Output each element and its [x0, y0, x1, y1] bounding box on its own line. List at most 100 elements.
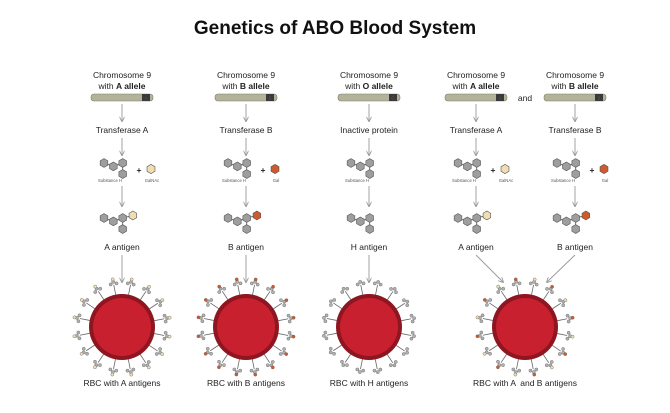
plus-sign: + [491, 165, 496, 175]
antigen-sugar [98, 363, 102, 367]
sugar-unit [118, 213, 127, 223]
antigen-sugar [205, 346, 210, 351]
antigen-stalk [326, 318, 337, 321]
sugar-unit [472, 213, 481, 223]
antigen-terminal [110, 372, 115, 377]
sugar-unit [109, 216, 118, 227]
antigen-stalk [516, 284, 520, 295]
rbc-label-ab: RBC with A and B antigens [473, 378, 577, 388]
antigen-terminal [270, 365, 275, 370]
antigen-sugar [405, 303, 410, 308]
antigen-stalk [516, 359, 519, 370]
sugar-unit [571, 169, 580, 179]
terminal-sugar [482, 210, 492, 221]
antigen-terminal [160, 298, 165, 303]
antigen-terminal [563, 298, 568, 303]
antigen-stalk [127, 359, 131, 370]
antigen-stalk [557, 318, 568, 322]
antigen-sugar [565, 313, 570, 318]
antigen-sugar [114, 281, 119, 286]
antigen-sugar [511, 367, 516, 372]
antigen-sugar [340, 359, 344, 364]
antigen-sugar [480, 313, 485, 318]
antigen-sugar [479, 319, 484, 324]
sugar-unit [223, 213, 233, 223]
antigen-sugar [517, 368, 522, 373]
chromosome-allele-label: with A allele [98, 81, 146, 91]
reaction-inputs: Substance H+GalNAc [98, 158, 159, 183]
antigen-terminal [234, 372, 239, 377]
allele-name: O allele [363, 81, 394, 91]
antigen-stalk [86, 302, 95, 309]
sugar-unit [99, 213, 109, 223]
antigen-sugar [388, 363, 393, 368]
antigen-stalk [557, 333, 568, 336]
antigen-terminal [496, 365, 500, 370]
antigen-label: H antigen [351, 242, 388, 252]
antigen-sugar [265, 363, 270, 368]
antigen-sugar [108, 367, 113, 372]
allele-band-letter: O [391, 96, 395, 101]
antigen-sugar [286, 313, 291, 318]
sugar-unit [346, 213, 356, 223]
chromosome-label: Chromosome 9 [546, 70, 604, 80]
substance-h-label: Substance H [551, 178, 575, 183]
antigen-sugar [412, 316, 416, 320]
antigen-stalk [203, 318, 214, 321]
antigen-sugar [558, 298, 562, 303]
allele-name: A allele [470, 81, 500, 91]
allele-band [389, 94, 397, 101]
antigen-sugar [412, 334, 416, 338]
rbc-ab [475, 277, 575, 377]
antigen-sugar [131, 367, 136, 372]
antigen-stalk [543, 291, 550, 300]
page-title: Genetics of ABO Blood System [193, 18, 477, 39]
antigen-sugar [332, 351, 336, 356]
antigen-sugar [324, 313, 329, 318]
antigen-sugar [76, 319, 81, 324]
antigen-sugar [484, 346, 489, 351]
sugar-unit [463, 161, 472, 172]
antigen-stalk [221, 354, 228, 363]
antigen-sugar [249, 281, 254, 286]
antigen-stalk [374, 359, 378, 370]
antigen-stalk [375, 284, 378, 295]
substance-h-chain [453, 158, 481, 179]
antigen-sugar [534, 367, 539, 372]
antigen-stalk [278, 318, 289, 322]
rbc-body [340, 298, 398, 356]
sugar-unit [233, 216, 242, 227]
antigen-sugar [266, 287, 270, 291]
chromosome-body [337, 93, 401, 102]
antigen-terminal [570, 315, 575, 320]
chromosome-with: with [98, 81, 116, 91]
antigen-stalk [263, 354, 271, 364]
antigen-terminal [253, 372, 258, 377]
antigen-sugar [278, 352, 283, 356]
antigen-structure [453, 210, 492, 234]
antigen-sugar [238, 368, 243, 373]
antigen-sugar [405, 347, 409, 351]
plus-sign: + [261, 165, 266, 175]
antigen-sugar [496, 359, 500, 364]
antigen-sugar [209, 351, 213, 356]
antigen-stalk [500, 290, 508, 300]
antigen-sugar [255, 282, 260, 287]
antigen-terminal [291, 315, 296, 320]
chromosome-body [90, 93, 154, 102]
antigen-sugar [544, 363, 549, 368]
sugar-unit [242, 158, 251, 168]
antigen-sugar [255, 367, 260, 372]
rbc-body [496, 298, 554, 356]
antigen-stalk [482, 332, 493, 336]
antigen-sugar [162, 313, 167, 318]
sugar-unit [365, 224, 374, 234]
sugar-unit [472, 224, 481, 234]
antigen-sugar [517, 281, 522, 286]
antigen-sugar [323, 319, 328, 324]
antigen-terminal [496, 284, 501, 289]
antigen-sugar [345, 286, 350, 291]
antigen-terminal [570, 334, 575, 339]
antigen-sugar [158, 303, 163, 308]
